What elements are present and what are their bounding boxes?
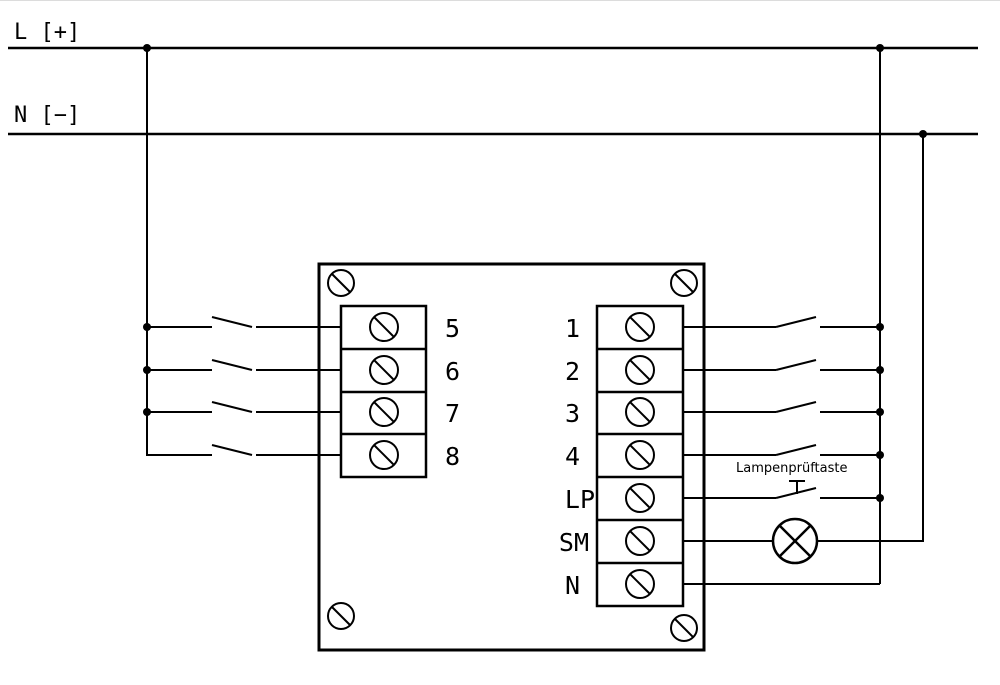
switch-3 bbox=[683, 401, 884, 416]
terminal-screw bbox=[625, 526, 655, 556]
terminal-label-3: 3 bbox=[565, 399, 580, 428]
terminal-screw bbox=[625, 569, 655, 599]
rail-label-n: N [−] bbox=[14, 103, 80, 128]
switch-8 bbox=[147, 444, 341, 456]
terminal-label-n: N bbox=[565, 571, 580, 600]
terminal-screw bbox=[625, 312, 655, 342]
mounting-screw-bottom-left bbox=[327, 602, 355, 630]
terminal-label-4: 4 bbox=[565, 442, 580, 471]
terminal-label-2: 2 bbox=[565, 357, 580, 386]
terminal-screw bbox=[369, 397, 399, 427]
switch-4 bbox=[683, 444, 884, 459]
switch-7 bbox=[143, 401, 341, 416]
module-housing bbox=[317, 262, 706, 652]
terminal-screw bbox=[625, 483, 655, 513]
mounting-screw-top-left bbox=[327, 269, 355, 297]
signal-lamp-icon bbox=[683, 517, 819, 565]
terminal-label-1: 1 bbox=[565, 314, 580, 343]
terminal-label-8: 8 bbox=[445, 442, 460, 471]
terminal-screw bbox=[625, 355, 655, 385]
terminal-screw bbox=[625, 397, 655, 427]
terminal-screw bbox=[625, 440, 655, 470]
terminal-screw bbox=[369, 440, 399, 470]
terminal-label-7: 7 bbox=[445, 399, 460, 428]
lamp-test-button bbox=[683, 480, 884, 502]
terminal-screw bbox=[369, 312, 399, 342]
terminal-label-6: 6 bbox=[445, 357, 460, 386]
junction-dot bbox=[919, 130, 927, 138]
switch-6 bbox=[143, 359, 341, 374]
left-terminal-block bbox=[339, 304, 428, 479]
junction-dot bbox=[143, 44, 151, 52]
terminal-screw bbox=[369, 355, 399, 385]
switch-1 bbox=[683, 316, 884, 331]
junction-dot bbox=[876, 44, 884, 52]
mounting-screw-bottom-right bbox=[670, 614, 698, 642]
switch-2 bbox=[683, 359, 884, 374]
terminal-label-5: 5 bbox=[445, 314, 460, 343]
right-feeder-n bbox=[817, 134, 924, 542]
terminal-label-sm: SM bbox=[559, 528, 589, 557]
switch-5 bbox=[143, 316, 341, 331]
terminal-label-lp: LP bbox=[565, 485, 595, 514]
rail-label-l: L [+] bbox=[14, 20, 80, 45]
mounting-screw-top-right bbox=[670, 269, 698, 297]
lamp-test-label: Lampenprüftaste bbox=[736, 461, 847, 476]
